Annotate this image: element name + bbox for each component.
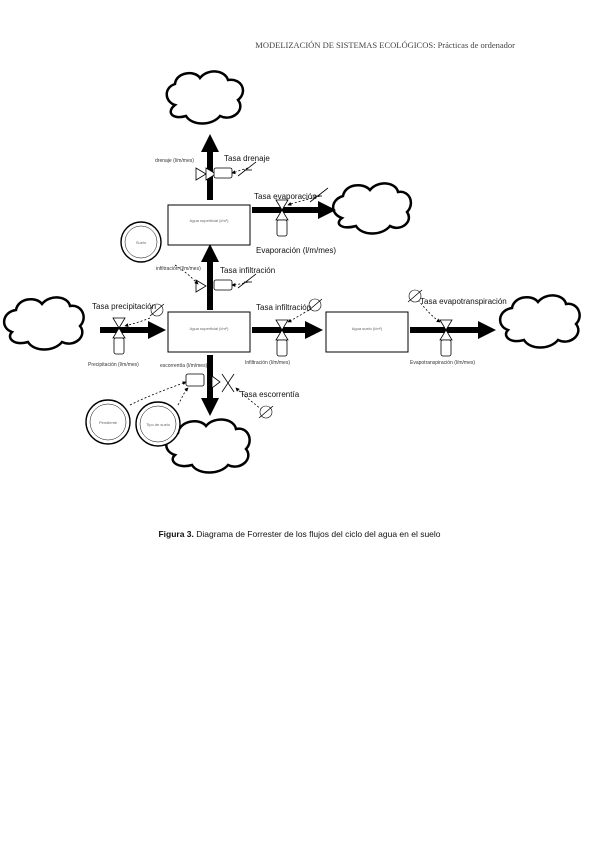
link-drenaje	[231, 167, 249, 175]
label-evapotranspiracion-aux: Evapotranspiración (l/m/mes)	[410, 360, 475, 366]
valve-infiltracion	[275, 319, 289, 357]
flow-precipitacion	[100, 321, 166, 339]
figure-caption: Figura 3. Diagrama de Forrester de los f…	[0, 529, 599, 539]
label-tasa-drenaje: Tasa drenaje	[224, 154, 270, 163]
label-infiltracion-aux-up: infiltración (l/m/mes)	[156, 266, 201, 272]
converter-suelo-label: Suelo	[136, 240, 147, 245]
flow-drenaje	[201, 134, 219, 200]
label-tasa-evaporacion: Tasa evaporación	[254, 192, 317, 201]
label-infiltracion-aux: Infiltración (l/m/mes)	[245, 360, 290, 366]
valve-infiltracion-up	[195, 279, 233, 293]
cloud-right-icon	[499, 294, 581, 349]
flow-infiltracion-up	[201, 244, 219, 310]
converter-pendiente: Pendiente	[85, 399, 131, 445]
converter-tipo-suelo-label: Tipo de suelo	[146, 422, 171, 427]
label-tasa-escorrentia: Tasa escorrentía	[240, 390, 300, 399]
running-header-rest: Prácticas de ordenador	[435, 40, 515, 50]
link-suelo	[174, 264, 199, 285]
valve-escorrentia	[185, 373, 221, 389]
stock-right-label: Agua suelo (l/m²)	[352, 326, 383, 331]
label-tasa-precipitacion: Tasa precipitación	[92, 302, 156, 311]
label-evaporacion-aux: Evaporación (l/m/mes)	[256, 246, 336, 255]
param-infiltracion-icon	[307, 298, 323, 312]
running-header: MODELIZACIÓN DE SISTEMAS ECOLÓGICOS: Prá…	[255, 40, 515, 50]
converter-tipo-suelo: Tipo de suelo	[135, 401, 181, 447]
label-tasa-infiltracion-up: Tasa infiltración	[220, 266, 275, 275]
cloud-left-icon	[3, 296, 85, 351]
cloud-top-icon	[165, 70, 245, 125]
stock-main: Agua superficial (l/m²)	[167, 311, 251, 353]
link-precipitacion	[124, 317, 151, 328]
running-header-caps: MODELIZACIÓN DE SISTEMAS ECOLÓGICOS:	[255, 40, 436, 50]
flow-evaporacion	[252, 201, 336, 219]
param-evapotranspiracion-icon	[407, 289, 423, 303]
label-tasa-evapotranspiracion: Tasa evapotranspiración	[420, 297, 507, 306]
stock-right: Agua suelo (l/m²)	[325, 311, 409, 353]
valve-precipitacion	[112, 317, 126, 355]
link-infiltracion	[287, 307, 313, 323]
link-tipo-suelo	[177, 387, 189, 406]
param-drenaje-icon	[237, 161, 257, 177]
label-drenaje-aux: drenaje (l/m/mes)	[155, 158, 194, 164]
converter-suelo: Suelo	[120, 221, 162, 263]
param-precipitacion-icon	[149, 303, 165, 317]
link-pendiente	[129, 381, 187, 406]
forrester-diagram: Agua superficial (l/m²) Agua superficial…	[0, 60, 599, 520]
label-escorrentia-aux: escorrentía (l/m/mes)	[160, 363, 208, 369]
figure-caption-text: Diagrama de Forrester de los flujos del …	[193, 529, 441, 539]
link-infiltracion-up	[231, 281, 249, 287]
param-escorrentia-icon	[258, 405, 274, 419]
flow-infiltracion	[252, 321, 323, 339]
param-escorrentia-cross-icon	[221, 373, 235, 393]
valve-evapotranspiracion	[439, 319, 453, 357]
label-tasa-infiltracion: Tasa infiltración	[256, 303, 311, 312]
param-evaporacion-icon	[309, 187, 329, 203]
cloud-right-top-icon	[331, 182, 413, 235]
stock-top: Agua superficial (l/m²)	[167, 204, 251, 246]
param-infiltracion-up-icon	[237, 273, 257, 289]
converter-pendiente-label: Pendiente	[99, 420, 118, 425]
stock-top-label: Agua superficial (l/m²)	[190, 218, 230, 223]
stock-main-label: Agua superficial (l/m²)	[190, 326, 230, 331]
label-precipitacion-aux: Precipitación (l/m/mes)	[88, 362, 139, 368]
valve-evaporacion	[275, 199, 289, 237]
flow-escorrentia	[201, 355, 219, 416]
link-evapotranspiracion	[417, 299, 441, 323]
figure-caption-label: Figura 3.	[158, 529, 194, 539]
valve-drenaje	[195, 167, 233, 181]
flow-evapotranspiracion	[410, 321, 496, 339]
